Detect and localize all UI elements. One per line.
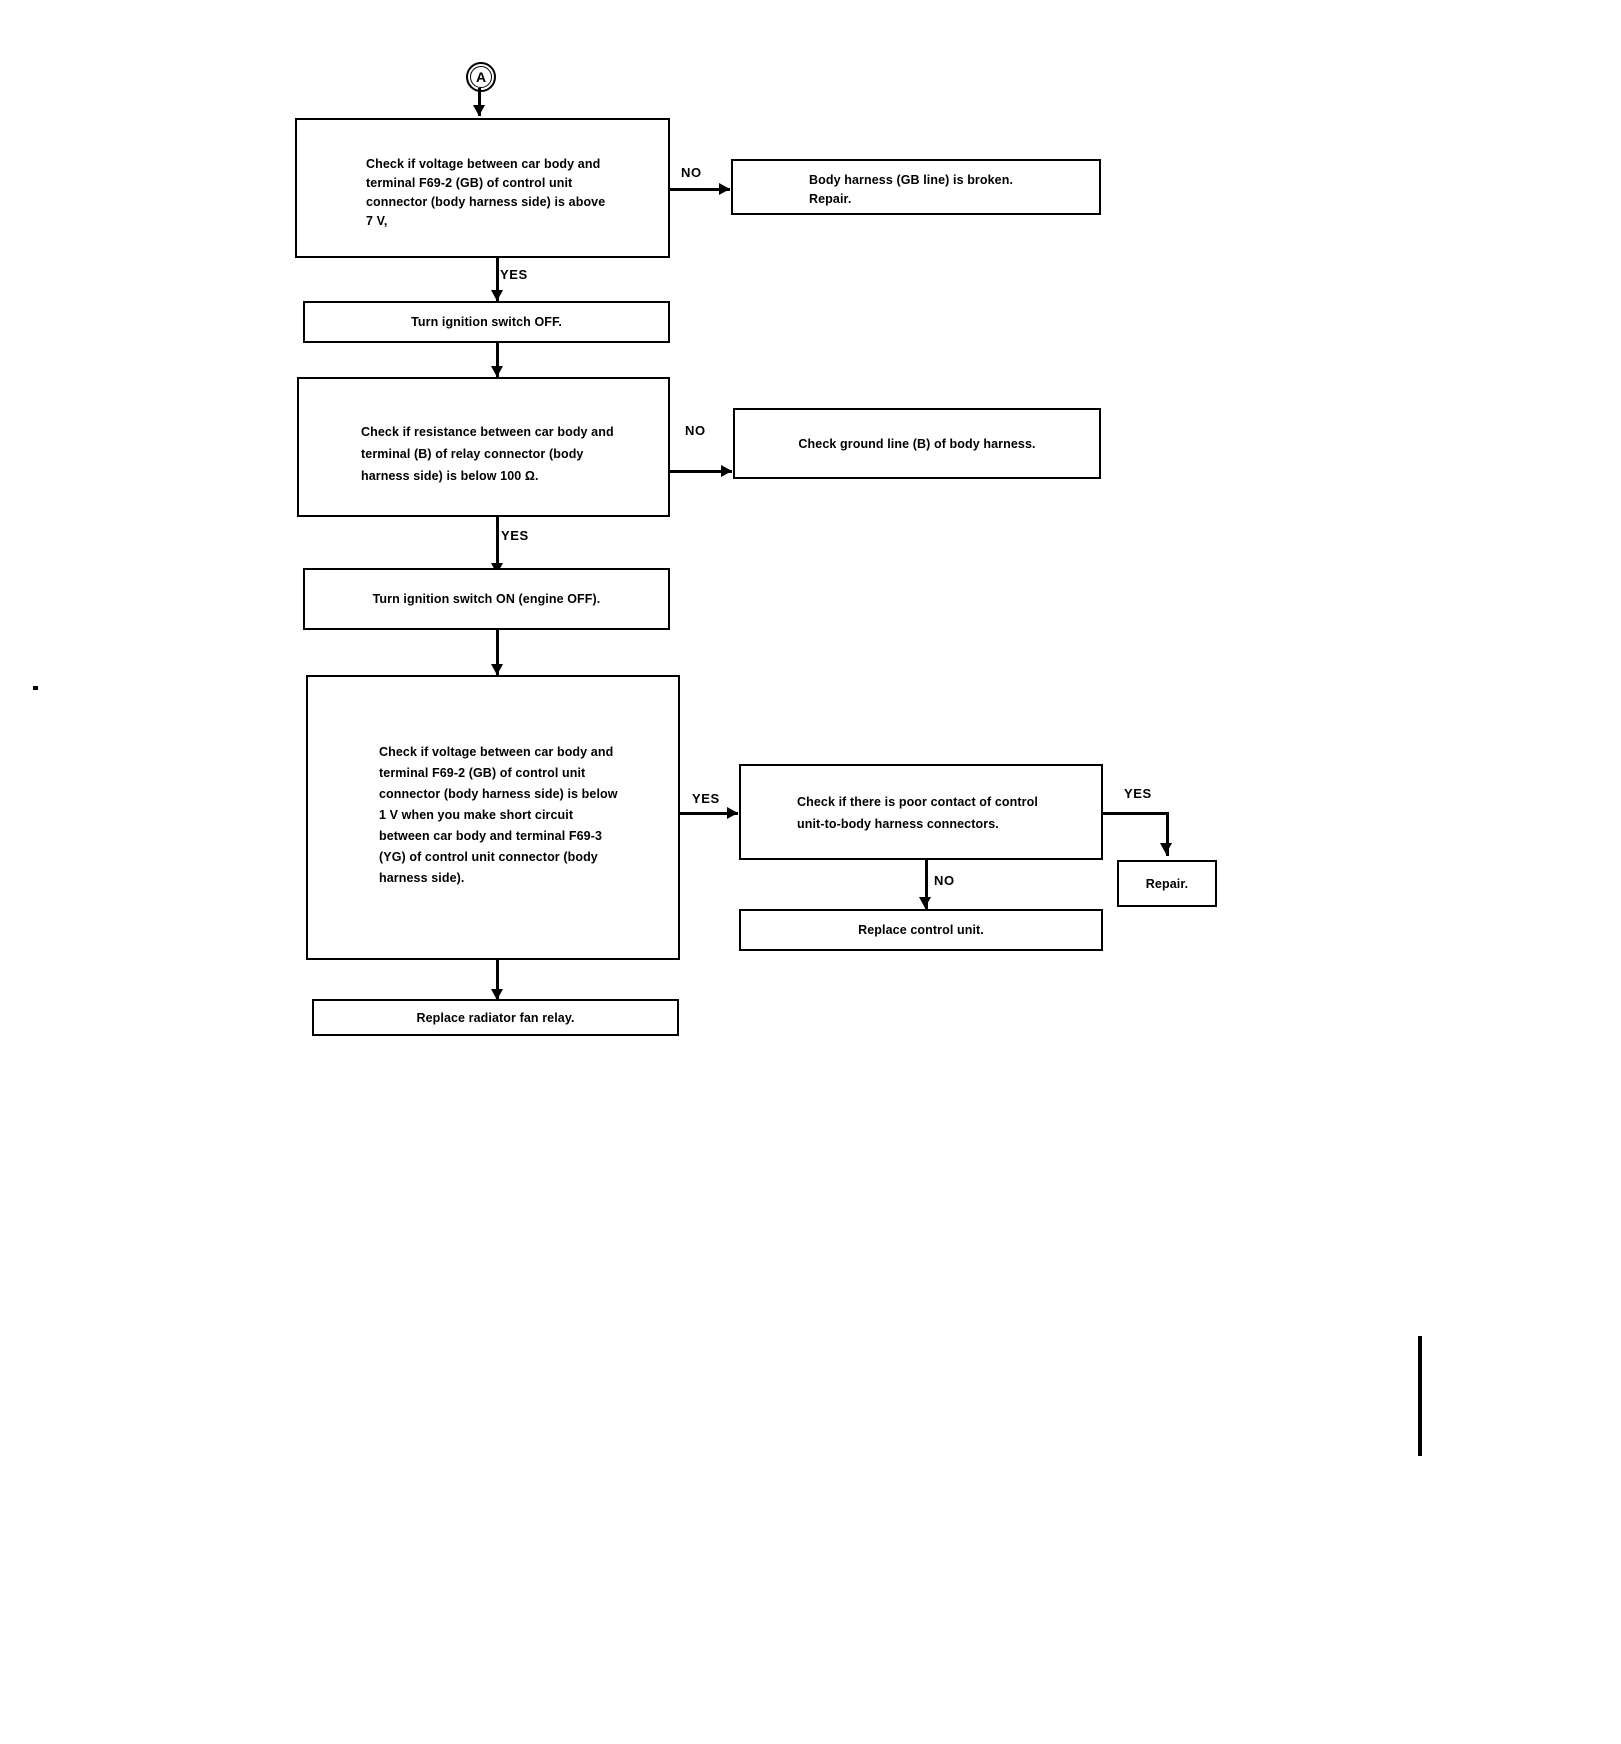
edge-check-voltage-yes: [496, 258, 499, 301]
arrowhead-check-resistance-no: [721, 465, 732, 477]
node-ignition-off: Turn ignition switch OFF.: [303, 301, 670, 343]
edge-voltage-short-yes: [680, 812, 738, 815]
branch-label-yes-4: YES: [1124, 786, 1152, 801]
edge-ignition-off-to-resistance: [496, 343, 499, 377]
node-ignition-off-text: Turn ignition switch OFF.: [411, 315, 562, 329]
scan-bar-right-margin: [1418, 1336, 1422, 1456]
branch-label-yes-2: YES: [501, 528, 529, 543]
edge-check-resistance-yes: [496, 517, 499, 575]
edge-poor-contact-yes-v: [1166, 812, 1169, 856]
node-ignition-on: Turn ignition switch ON (engine OFF).: [303, 568, 670, 630]
connector-label: A: [475, 69, 487, 85]
node-check-voltage-gb-text: Check if voltage between car body and te…: [366, 157, 606, 228]
node-check-poor-contact: Check if there is poor contact of contro…: [739, 764, 1103, 860]
connector-reference-a: A: [466, 62, 496, 92]
arrowhead-poor-contact-yes: [1160, 843, 1172, 854]
arrowhead-ignition-on-to-voltage-short: [491, 664, 503, 675]
branch-label-no-1: NO: [681, 165, 702, 180]
node-replace-fan-relay-text: Replace radiator fan relay.: [416, 1010, 575, 1025]
node-check-ground-line-text: Check ground line (B) of body harness.: [798, 436, 1036, 451]
node-harness-broken: Body harness (GB line) is broken. Repair…: [731, 159, 1101, 215]
node-check-resistance: Check if resistance between car body and…: [297, 377, 670, 517]
node-check-ground-line: Check ground line (B) of body harness.: [733, 408, 1101, 479]
edge-check-voltage-no: [670, 188, 730, 191]
node-harness-broken-text: Body harness (GB line) is broken. Repair…: [809, 173, 1014, 206]
edge-a-to-check-voltage: [478, 88, 481, 116]
scan-speck-left-margin: [33, 686, 38, 690]
arrowhead-voltage-short-to-fan-relay: [491, 989, 503, 1000]
arrowhead-a-to-check-voltage: [473, 105, 485, 116]
edge-voltage-short-to-fan-relay: [496, 960, 499, 999]
node-replace-control-unit-text: Replace control unit.: [858, 923, 984, 937]
arrowhead-check-voltage-no: [719, 183, 730, 195]
node-check-poor-contact-text: Check if there is poor contact of contro…: [797, 795, 1038, 831]
node-check-resistance-text: Check if resistance between car body and…: [361, 425, 614, 483]
node-replace-control-unit: Replace control unit.: [739, 909, 1103, 951]
branch-label-yes-1: YES: [500, 267, 528, 282]
edge-check-resistance-no: [670, 470, 732, 473]
branch-label-no-3: NO: [934, 873, 955, 888]
node-check-voltage-gb: Check if voltage between car body and te…: [295, 118, 670, 258]
edge-poor-contact-yes-h: [1103, 812, 1168, 815]
node-replace-fan-relay: Replace radiator fan relay.: [312, 999, 679, 1036]
branch-label-yes-3: YES: [692, 791, 720, 806]
node-check-voltage-short: Check if voltage between car body and te…: [306, 675, 680, 960]
node-repair: Repair.: [1117, 860, 1217, 907]
edge-ignition-on-to-voltage-short: [496, 630, 499, 675]
node-repair-text: Repair.: [1145, 876, 1189, 891]
arrowhead-poor-contact-no: [919, 897, 931, 908]
arrowhead-check-voltage-yes: [491, 290, 503, 301]
arrowhead-voltage-short-yes: [727, 807, 738, 819]
branch-label-no-2: NO: [685, 423, 706, 438]
arrowhead-ignition-off-to-resistance: [491, 366, 503, 377]
node-check-voltage-short-text: Check if voltage between car body and te…: [379, 745, 618, 885]
node-ignition-on-text: Turn ignition switch ON (engine OFF).: [372, 592, 601, 606]
edge-poor-contact-no: [925, 860, 928, 909]
